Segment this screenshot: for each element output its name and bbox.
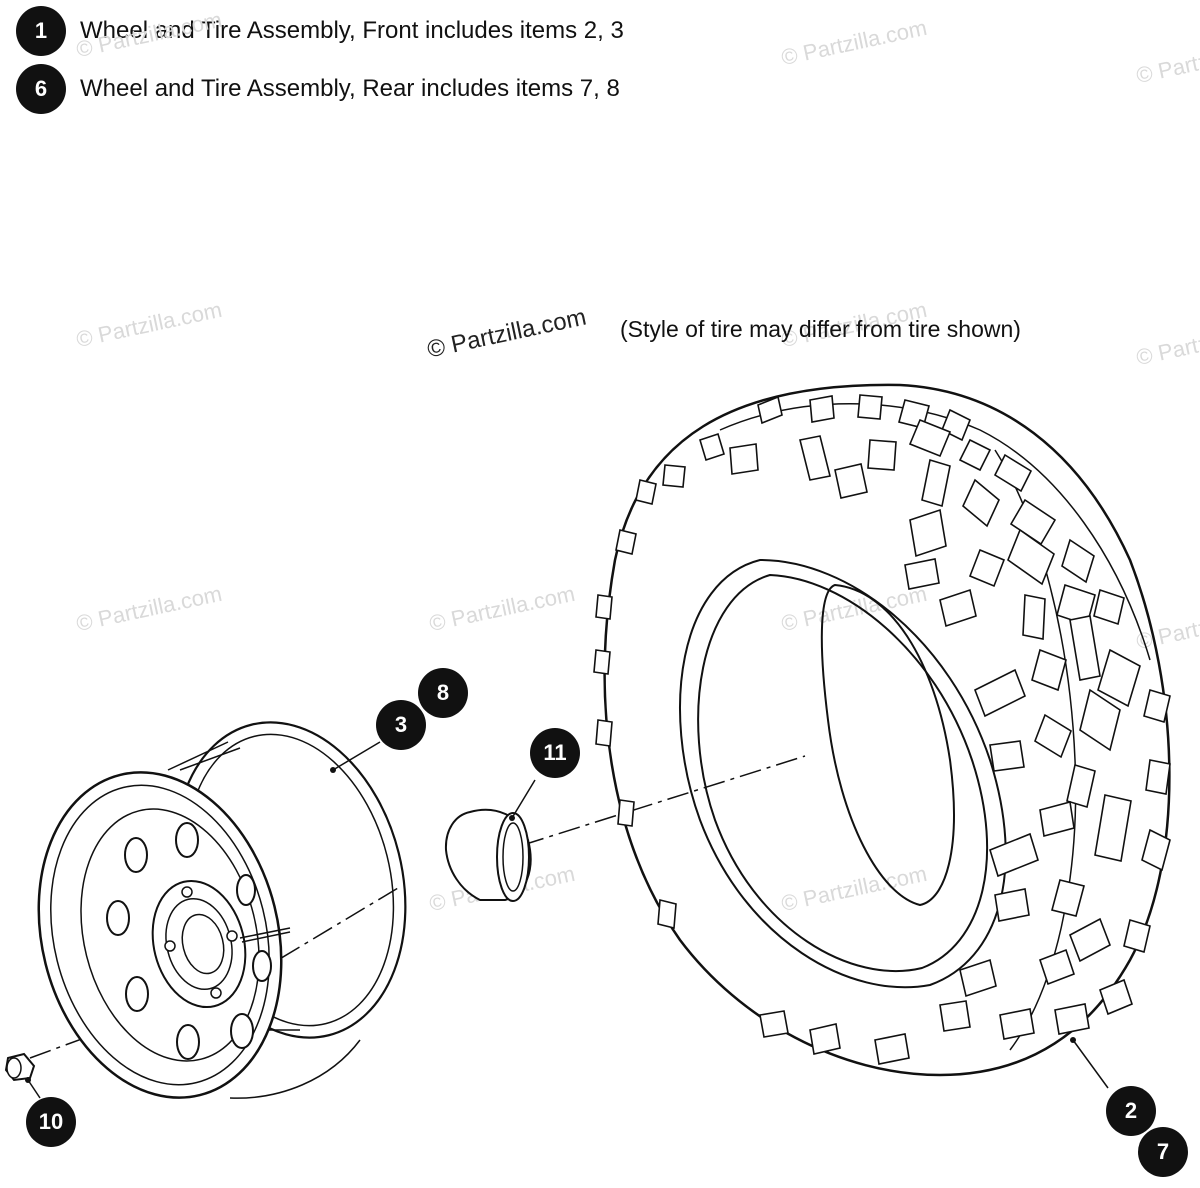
callout-badge-7: 7 [1138,1127,1188,1177]
hub-cap [444,808,532,902]
callout-badge-2: 2 [1106,1086,1156,1136]
legend-label: Wheel and Tire Assembly, Front includes … [80,17,624,44]
legend-badge: 6 [16,64,66,114]
legend-label: Wheel and Tire Assembly, Rear includes i… [80,75,620,102]
leader-lines [27,741,1109,1099]
tread-lugs [593,394,1171,1065]
legend-item-front: 1 Wheel and Tire Assembly, Front include… [16,6,624,56]
legend-badge: 1 [16,6,66,56]
callout-badge-10: 10 [26,1097,76,1147]
rim-holes [106,822,272,1060]
callout-badge-11: 11 [530,728,580,778]
legend-item-rear: 6 Wheel and Tire Assembly, Rear includes… [16,64,620,114]
wheel-rim [37,721,407,1099]
callout-badge-8: 8 [418,668,468,718]
wheel-hub [151,879,291,1009]
tire [593,383,1171,1077]
callout-badge-3: 3 [376,700,426,750]
tire-style-note: (Style of tire may differ from tire show… [620,316,1021,342]
lug-nut [4,1052,36,1082]
